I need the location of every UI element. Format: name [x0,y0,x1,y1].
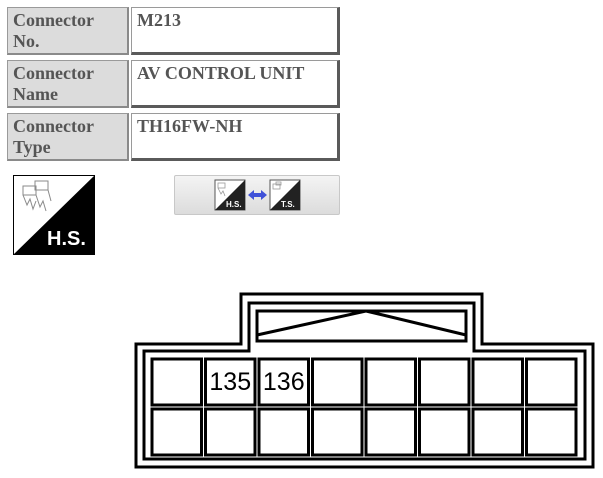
connector-name-value: AV CONTROL UNIT [131,60,340,108]
pin-number-label: 136 [263,368,305,396]
pin-cavity [257,357,310,407]
label-line: Connector [13,63,94,83]
pin-cavity [418,357,471,407]
label-line: Connector [13,116,94,136]
pin-cavity [525,357,578,407]
hs-mini-icon: H.S. [214,179,246,211]
pin-cavity [471,407,524,457]
hs-icon-label: H.S. [47,228,86,250]
pin-number-label: 135 [209,368,251,396]
connector-type-value: TH16FW-NH [131,113,340,161]
harness-side-icon: H.S. [13,175,95,255]
swap-arrows-icon [248,190,267,200]
connector-no-value: M213 [131,7,340,55]
pin-cavity [471,357,524,407]
pin-cavity [525,407,578,457]
pin-cavity [204,357,257,407]
pin-cavity [204,407,257,457]
connector-face-diagram: 135 136 [134,292,595,469]
pin-cavity [150,407,203,457]
toggle-left-label: H.S. [226,200,242,209]
ts-mini-icon: T.S. [269,179,301,211]
connector-type-label: Connector Type [7,113,129,161]
connector-latch [255,309,468,343]
view-toggle-button[interactable]: H.S. T.S. [174,175,340,215]
connector-no-label: Connector No. [7,7,129,55]
connector-outline [134,292,595,469]
pin-cavity [311,407,364,457]
connector-inner-outline [142,301,587,461]
pin-cavity [150,357,203,407]
label-line: Name [13,84,58,104]
label-line: No. [13,31,40,51]
pin-grid: 135 136 [150,357,578,457]
pin-cavity [418,407,471,457]
pin-cavity [364,357,417,407]
pin-cavity [257,407,310,457]
toggle-right-label: T.S. [281,200,295,209]
label-line: Type [13,137,51,157]
pin-cavity [364,407,417,457]
connector-name-label: Connector Name [7,60,129,108]
label-line: Connector [13,10,94,30]
pin-cavity [311,357,364,407]
